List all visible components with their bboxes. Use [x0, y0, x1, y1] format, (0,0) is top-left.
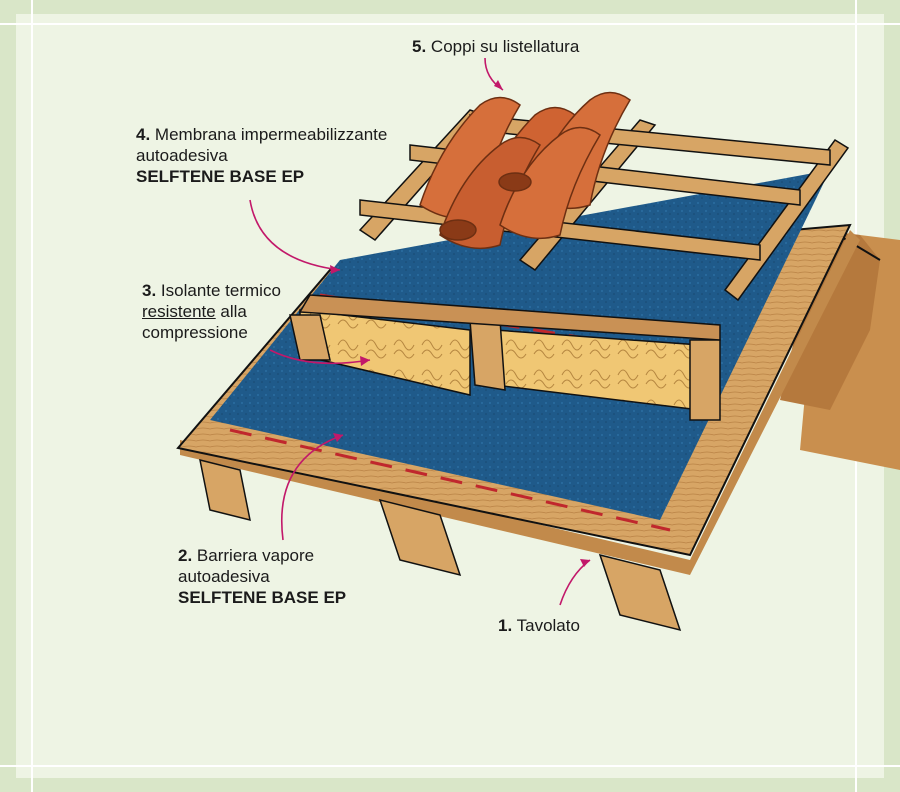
label-3: 3. Isolante termico resistente alla comp… — [142, 281, 281, 342]
label-4: 4. Membrana impermeabilizzante autoadesi… — [136, 125, 388, 186]
label-5: 5. Coppi su listellatura — [412, 37, 580, 56]
label-1: 1. Tavolato — [498, 616, 580, 635]
joists — [199, 458, 682, 632]
coppi-tiles — [419, 91, 631, 250]
insulation-layer — [289, 294, 721, 421]
arrow-heads — [330, 80, 590, 567]
label-2: 2. Barriera vapore autoadesiva SELFTENE … — [178, 546, 347, 607]
deck-side — [180, 230, 860, 575]
